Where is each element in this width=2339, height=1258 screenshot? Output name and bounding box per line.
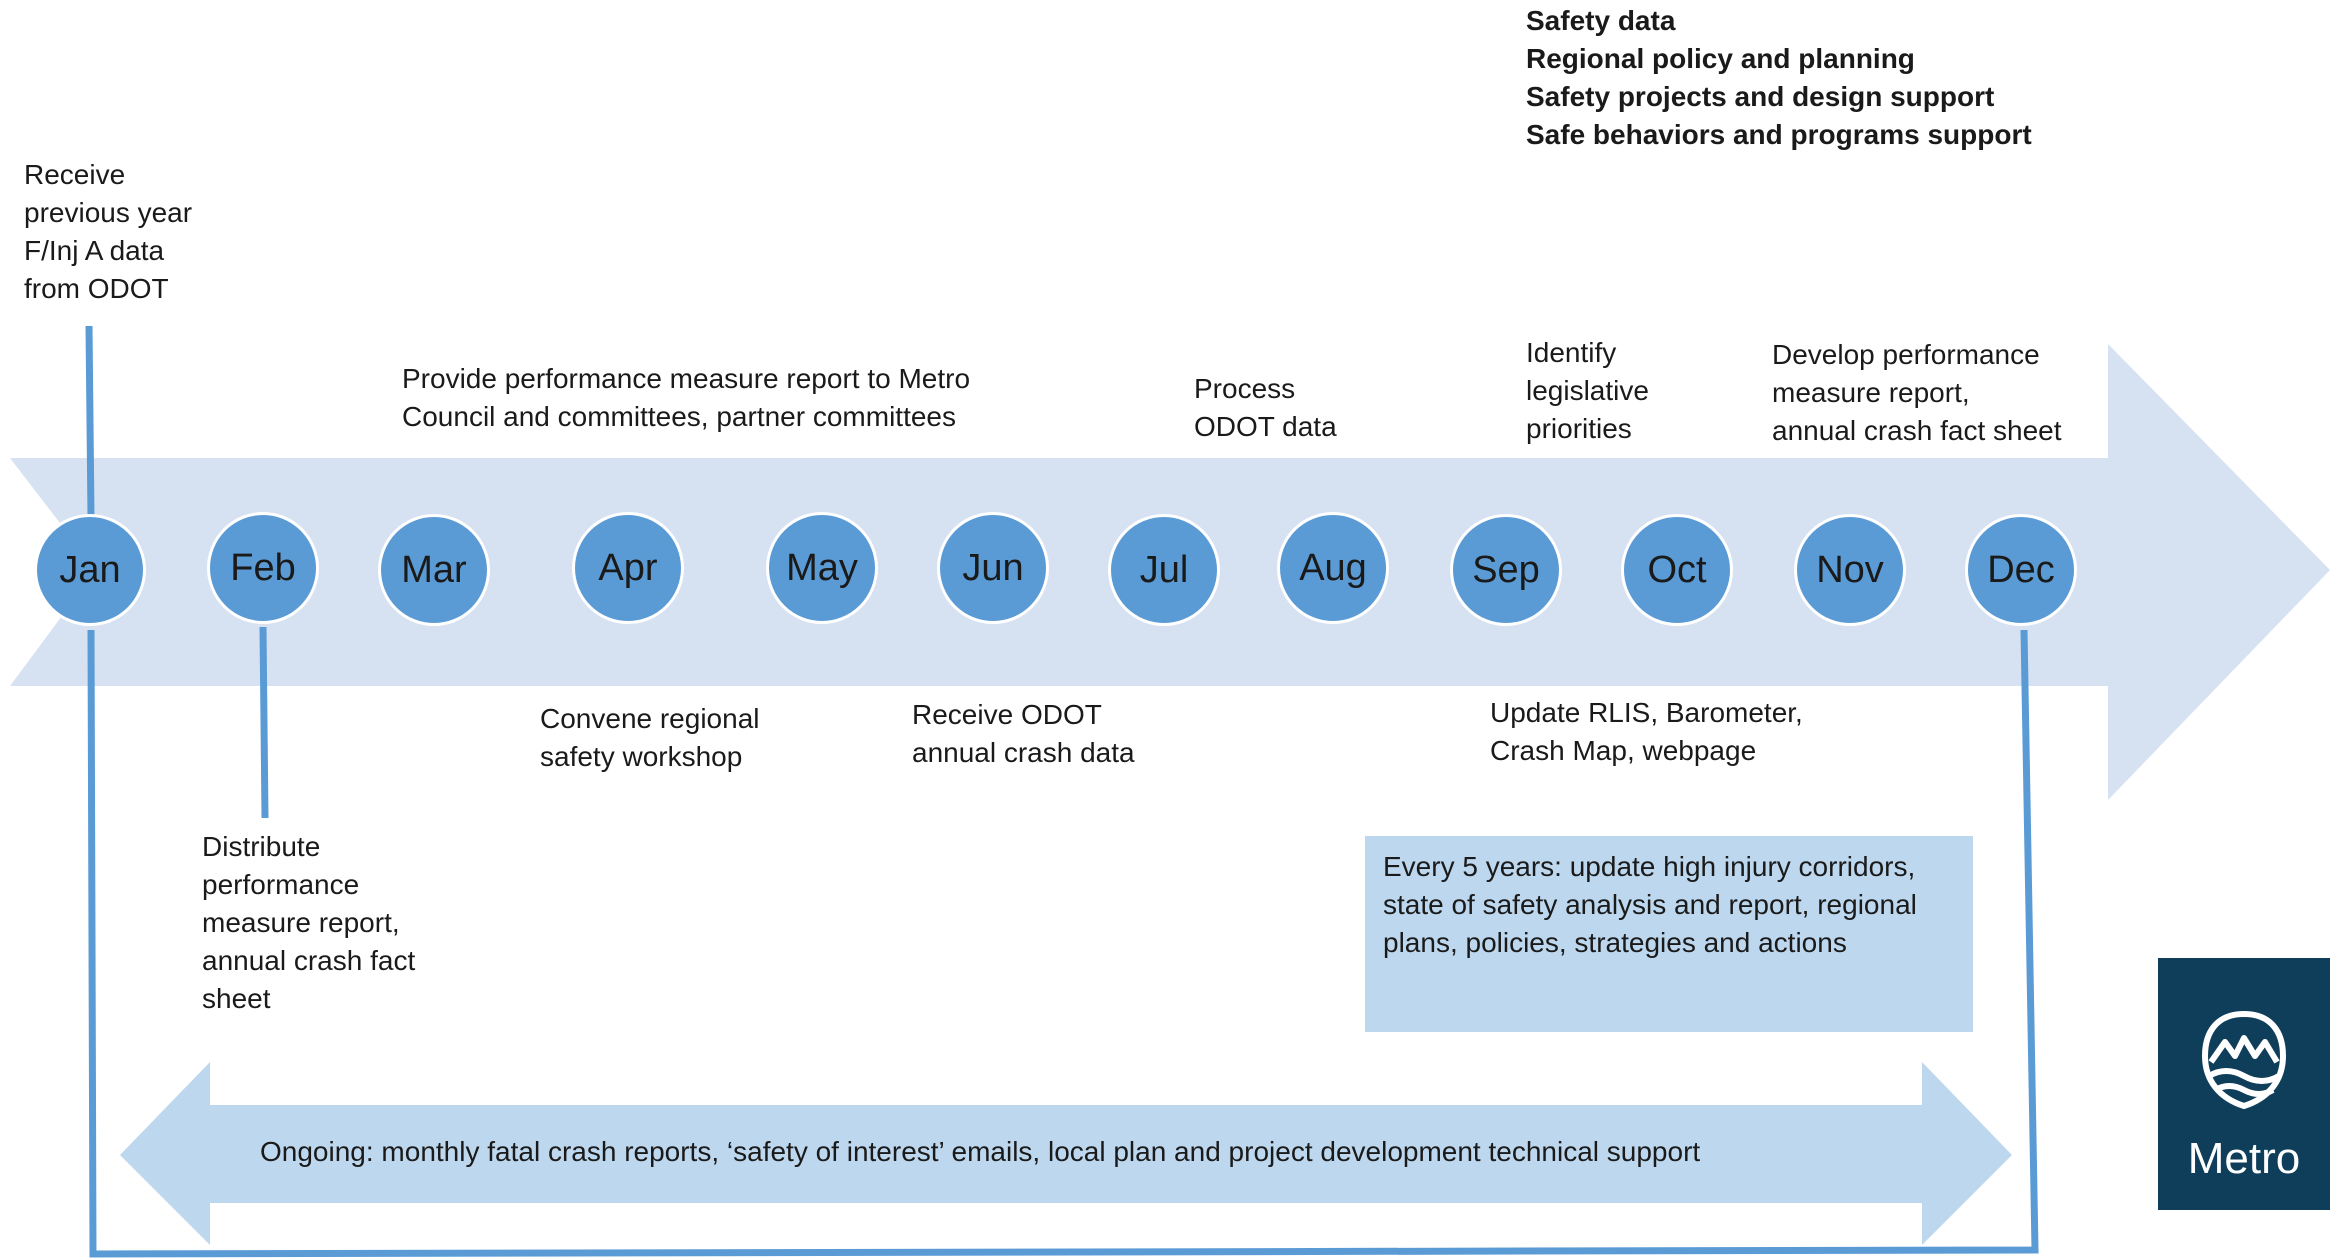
month-jan: Jan	[34, 514, 146, 626]
month-dec: Dec	[1965, 514, 2077, 626]
event-provide-report: Provide performance measure report to Me…	[402, 363, 971, 432]
event-receive-annual: Receive ODOT annual crash data	[912, 699, 1135, 768]
month-may: May	[766, 512, 878, 624]
year-bracket-line	[87, 629, 2039, 1258]
month-oct: Oct	[1621, 514, 1733, 626]
event-update-rlis: Update RLIS, Barometer, Crash Map, webpa…	[1490, 697, 1803, 766]
legend-item-safety-data: Safety data	[1526, 5, 1676, 36]
month-jun: Jun	[937, 512, 1049, 624]
month-aug: Aug	[1277, 512, 1389, 624]
event-convene-workshop: Convene regional safety workshop	[540, 703, 760, 772]
metro-logo: Metro	[2158, 958, 2330, 1210]
month-apr: Apr	[572, 512, 684, 624]
jan-connector-top	[85, 325, 95, 519]
legend-item-safe-behaviors: Safe behaviors and programs support	[1526, 119, 2032, 150]
month-mar: Mar	[378, 514, 490, 626]
ongoing-double-arrow	[120, 1062, 2012, 1245]
month-nov: Nov	[1794, 514, 1906, 626]
event-develop-report: Develop performance measure report, annu…	[1772, 339, 2062, 446]
month-jul: Jul	[1108, 514, 1220, 626]
feb-connector	[259, 626, 269, 819]
month-sep: Sep	[1450, 514, 1562, 626]
metro-logo-text: Metro	[2187, 1134, 2301, 1183]
metro-mountains-icon	[2201, 1010, 2287, 1110]
legend-item-regional-policy: Regional policy and planning	[1526, 43, 1915, 74]
event-process-odot: Process ODOT data	[1194, 373, 1337, 442]
month-feb: Feb	[207, 512, 319, 624]
event-receive-previous-year: Receive previous year F/Inj A data from …	[24, 159, 193, 304]
event-identify-priorities: Identify legislative priorities	[1526, 337, 1649, 444]
legend-item-safety-projects: Safety projects and design support	[1526, 81, 1995, 112]
legend: Safety data Regional policy and planning…	[1526, 2, 2032, 154]
ongoing-label: Ongoing: monthly fatal crash reports, ‘s…	[260, 1136, 1701, 1167]
every-five-years-box: Every 5 years: update high injury corrid…	[1365, 836, 1973, 1032]
event-distribute-report: Distribute performance measure report, a…	[202, 831, 416, 1014]
